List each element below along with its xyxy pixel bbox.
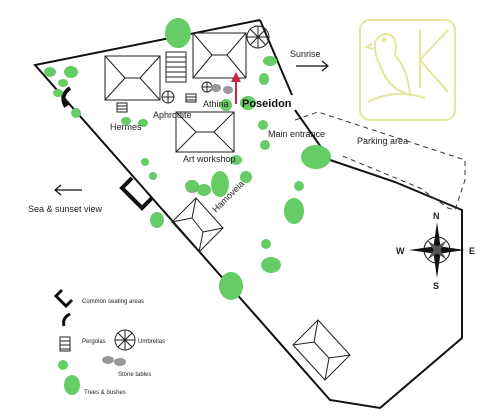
tree-icon: [149, 172, 157, 180]
tree-icon: [240, 171, 252, 183]
building-hamoveia: [171, 197, 224, 253]
building-south: [292, 319, 351, 381]
umbrella-icon: [246, 25, 270, 49]
label-main-entrance: Main entrance: [268, 129, 325, 139]
label-sea-view: Sea & sunset view: [28, 204, 103, 214]
tree-icon: [64, 66, 78, 78]
logo-icon: [359, 19, 456, 121]
label-poseidon: Poseidon: [242, 98, 292, 110]
legend-umbrella-icon: [114, 329, 136, 351]
legend-seating-icon: [53, 288, 74, 309]
compass-s-label: S: [433, 281, 439, 291]
legend-pergola-icon: [59, 336, 71, 352]
tree-icon: [258, 120, 268, 130]
seating-area-icon: [119, 176, 154, 211]
legend-stone-table-icon: [114, 358, 126, 366]
tree-icon: [141, 158, 149, 166]
tree-icon: [259, 73, 269, 85]
property-boundary-top: [259, 19, 293, 96]
label-sunrise: Sunrise: [290, 49, 321, 59]
umbrella-icon: [201, 81, 213, 93]
compass-n-label: N: [433, 211, 440, 221]
sea-view-arrow: [54, 184, 82, 196]
legend-umbrellas-label: Umbrellas: [138, 339, 165, 345]
tree-icon: [220, 99, 232, 111]
label-parking-area: Parking area: [357, 136, 408, 146]
tree-icon: [121, 117, 131, 125]
legend-seating-label: Common seating areas: [82, 299, 144, 305]
compass-w-label: W: [396, 246, 405, 256]
tree-icon: [240, 96, 256, 110]
umbrella-icon: [161, 90, 175, 104]
tree-icon: [261, 239, 271, 249]
legend-seating-icon: [62, 312, 71, 327]
tree-icon: [219, 272, 243, 300]
legend-tree-icon: [58, 360, 68, 370]
tree-icon: [71, 108, 81, 118]
legend-pergolas-label: Pergolas: [82, 339, 106, 345]
legend-stone-tables-label: Stone tables: [118, 372, 151, 378]
legend-tree-icon: [64, 375, 80, 395]
tree-icon: [165, 18, 191, 48]
seating-area-icon: [61, 86, 72, 108]
building-hermes: [104, 55, 161, 101]
legend: Common seating areas Pergolas Umbrellas …: [53, 288, 165, 396]
compass-e-label: E: [469, 246, 475, 256]
sunrise-arrow: [296, 60, 329, 72]
tree-icon: [284, 198, 304, 224]
property-boundary: [33, 19, 463, 410]
poseidon-pointer-head: [231, 72, 241, 82]
tree-icon: [211, 171, 229, 197]
legend-trees-label: Trees & bushes: [84, 390, 126, 396]
tree-icon: [260, 140, 270, 150]
label-athina: Athina: [203, 99, 229, 109]
legend-stone-table-icon: [102, 356, 114, 364]
label-aphrodite: Aphrodite: [153, 110, 192, 120]
pergola-athina: [185, 93, 197, 103]
pergola-main: [165, 51, 187, 83]
tree-icon: [138, 119, 148, 127]
compass-rose-icon: [409, 222, 465, 278]
stone-table-icon: [211, 84, 221, 92]
label-art-workshop: Art workshop: [183, 154, 236, 164]
tree-icon: [261, 257, 281, 273]
tree-icon: [263, 56, 277, 66]
tree-icon: [294, 181, 304, 191]
label-hermes: Hermes: [110, 122, 142, 132]
pergola-hermes: [116, 102, 128, 113]
tree-icon: [301, 145, 331, 169]
tree-icon: [53, 89, 63, 97]
stone-table-icon: [223, 86, 233, 94]
tree-icon: [197, 184, 211, 196]
building-athina: [192, 32, 247, 79]
tree-icon: [185, 180, 199, 192]
tree-icon: [230, 155, 242, 165]
tree-icon: [150, 212, 164, 228]
building-art-workshop: [175, 111, 235, 153]
tree-icon: [44, 67, 56, 77]
tree-icon: [58, 79, 68, 87]
